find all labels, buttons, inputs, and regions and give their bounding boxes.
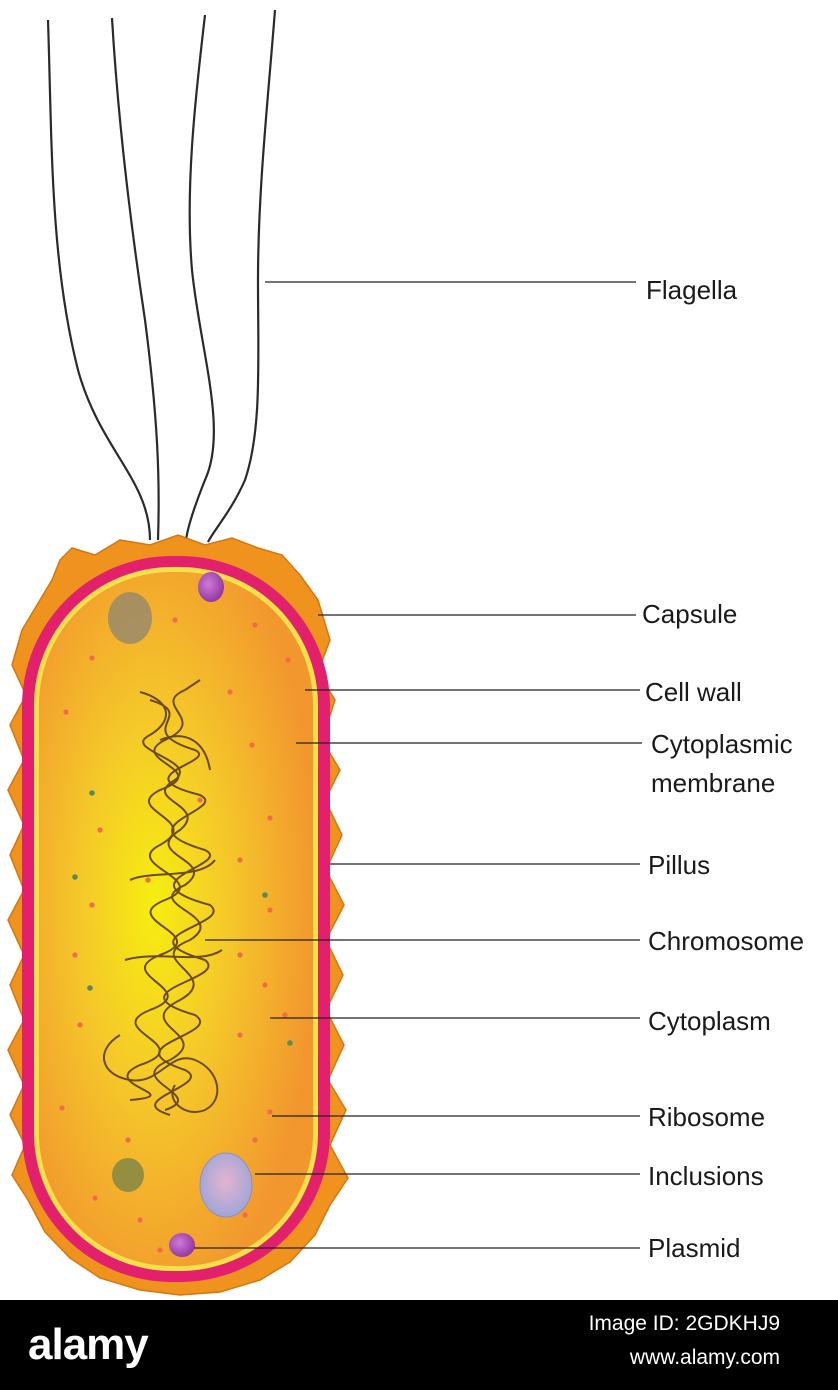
- chromosome: [103, 679, 223, 1116]
- label-cell-wall: Cell wall: [645, 677, 742, 707]
- label-cytoplasmic-membrane-line1: Cytoplasmic: [651, 729, 793, 759]
- label-flagella: Flagella: [646, 275, 738, 305]
- watermark-footer: alamy Image ID: 2GDKHJ9 www.alamy.com: [0, 1300, 838, 1390]
- plasmid-bottom: [169, 1233, 195, 1257]
- plasmid-top: [198, 572, 224, 602]
- label-capsule: Capsule: [642, 599, 738, 629]
- flagellum-4: [207, 9, 277, 543]
- diagram-svg: [7, 9, 642, 1296]
- label-cytoplasm: Cytoplasm: [648, 1006, 771, 1036]
- ribosomes: [59, 617, 291, 1253]
- site-url-text: www.alamy.com: [629, 1346, 780, 1369]
- image-id-text: Image ID: 2GDKHJ9: [588, 1312, 780, 1335]
- flagellum-2: [110, 17, 160, 541]
- label-chromosome: Chromosome: [648, 926, 805, 956]
- leader-lines: [194, 281, 642, 1249]
- inclusion-large: [199, 1152, 253, 1218]
- flagellum-1: [46, 19, 152, 541]
- small-granules: [72, 790, 293, 1046]
- label-pillus: Pillus: [648, 850, 711, 880]
- bacterial-cell-diagram: Flagella Capsule Cell wall Cytoplasmic m…: [7, 9, 805, 1296]
- label-inclusions: Inclusions: [648, 1161, 764, 1191]
- cytoplasm-layer: [39, 572, 313, 1266]
- label-plasmid: Plasmid: [648, 1233, 741, 1263]
- alamy-logo: alamy: [28, 1320, 149, 1369]
- inclusion-top: [108, 592, 152, 644]
- label-cytoplasmic-membrane-line2: membrane: [651, 768, 776, 798]
- label-ribosome: Ribosome: [648, 1102, 766, 1132]
- flagellum-3: [184, 14, 215, 541]
- inclusion-bottom-left: [112, 1158, 144, 1192]
- flagella: [46, 9, 277, 543]
